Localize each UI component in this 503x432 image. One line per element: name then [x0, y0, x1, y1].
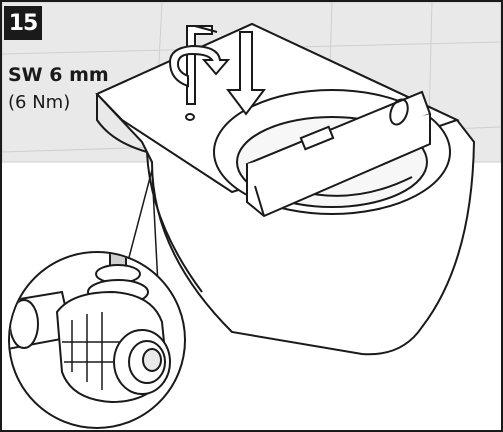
rotation-arrow-icon — [168, 44, 231, 88]
detail-magnifier — [8, 251, 186, 429]
torque-label: (6 Nm) — [8, 92, 71, 113]
tool-size-label: SW 6 mm — [8, 64, 109, 86]
step-number-badge: 15 — [4, 6, 42, 40]
spirit-level-icon — [245, 90, 432, 218]
down-arrow-icon — [226, 31, 266, 116]
